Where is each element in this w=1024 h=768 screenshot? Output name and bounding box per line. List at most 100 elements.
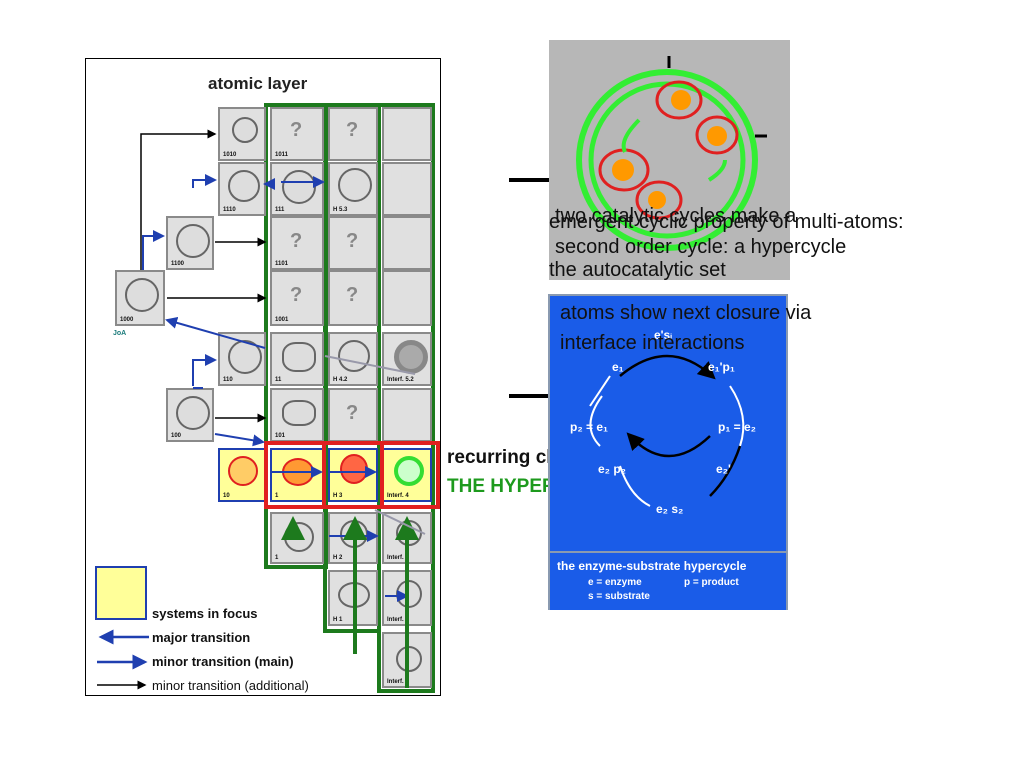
- atom-cluster-icon: [338, 168, 372, 202]
- two-cycles-text: two catalytic cycles make a: [555, 205, 797, 227]
- cell-label: 1101: [275, 261, 289, 267]
- cell-1101: ? 1101: [270, 216, 324, 270]
- cell-label: 100: [171, 433, 182, 439]
- red-atom-icon: [228, 456, 258, 486]
- question-mark: ?: [290, 230, 303, 252]
- arrow-blue: [192, 354, 217, 386]
- cell-r3-c4: [382, 216, 432, 270]
- cell-11-row5: 11: [270, 332, 324, 386]
- atom-icon: [176, 224, 210, 258]
- cell-h53: H 5.3: [328, 162, 378, 216]
- node-e1p1: e₁'p₁: [708, 360, 735, 374]
- node-e1: e₁: [612, 360, 624, 374]
- cell-label: 1011: [275, 152, 289, 158]
- cell-label: H 4.2: [333, 377, 348, 383]
- cell-101: 101: [270, 388, 324, 442]
- caption-product: p = product: [684, 577, 739, 588]
- atom-cluster-icon: [282, 400, 316, 426]
- enzyme-cycle-graphic: [589, 354, 745, 507]
- cell-label: 1100: [171, 261, 185, 267]
- cell-label: Interf. 3: [387, 555, 409, 561]
- caption-enzyme: e = enzyme: [588, 577, 642, 588]
- green-ring-icon: [394, 456, 424, 486]
- legend-minor-main: minor transition (main): [152, 654, 294, 669]
- cell-r3-c3: ?: [328, 216, 378, 270]
- caption-title: the enzyme-substrate hypercycle: [557, 559, 747, 573]
- second-order-text: second order cycle: a hypercycle: [555, 236, 847, 258]
- interface-intro-1: atoms show next closure via: [560, 302, 812, 324]
- cell-interf52: Interf. 5.2: [382, 332, 432, 386]
- cell-label: 1110: [223, 207, 236, 213]
- cell-label: Interf. 4: [387, 493, 409, 499]
- node-e2: e₂': [716, 462, 731, 476]
- interface-intro-2: interface interactions: [560, 332, 745, 354]
- node-p1e2: p₁ = e₂: [718, 420, 756, 434]
- emergent-property-text: emergent cyclic property of multi-atoms:: [549, 211, 904, 233]
- red-cluster-icon: [340, 454, 368, 484]
- arrow-blue: [214, 433, 265, 447]
- cell-label: Interf. 2: [387, 617, 409, 623]
- question-mark: ?: [290, 284, 303, 306]
- cell-1001: ? 1001: [270, 270, 324, 326]
- question-mark: ?: [290, 119, 303, 141]
- cell-label: H 3: [333, 493, 343, 499]
- red-divider: [322, 441, 326, 509]
- atom-icon: [228, 170, 260, 202]
- atom-icon: [176, 396, 210, 430]
- cell-label: Interf. 5.2: [387, 377, 414, 383]
- green-column-3: [377, 103, 435, 693]
- cell-label: 1010: [223, 152, 237, 158]
- legend-focus-swatch: [95, 566, 147, 620]
- transition-arrows: [140, 129, 426, 688]
- enzyme-caption: the enzyme-substrate hypercycle e = enzy…: [550, 551, 786, 610]
- cell-1100: 1100: [166, 216, 214, 270]
- cell-label: H 1: [333, 617, 343, 623]
- cell-111: 111: [270, 162, 324, 216]
- node-e2p2: e₂ p₂: [598, 462, 627, 476]
- cell-r6-c3: ?: [328, 388, 378, 442]
- cell-label: 110: [223, 377, 233, 383]
- red-divider: [380, 441, 384, 509]
- panel-title: atomic layer: [208, 74, 308, 93]
- cell-r1-c3: ?: [328, 107, 378, 161]
- cell-label: 11: [275, 377, 282, 383]
- cell-label: 111: [275, 207, 285, 213]
- node-e2s2: e₂ s₂: [656, 502, 684, 516]
- cell-label: Interf. 1: [387, 679, 409, 685]
- hypercycle-graphic: [576, 56, 767, 251]
- cell-label: H 5.3: [333, 207, 348, 213]
- hypercycle-image: [549, 40, 790, 280]
- legend-minor-additional: minor transition (additional): [152, 678, 309, 693]
- atom-icon: [125, 278, 159, 312]
- cell-100: 100: [166, 388, 214, 442]
- cell-r4-c3: ?: [328, 270, 378, 326]
- arrow-blue: [142, 230, 165, 270]
- cell-h42: H 4.2: [328, 332, 378, 386]
- arrow-grey: [324, 355, 416, 375]
- cell-r1-c4: [382, 107, 432, 161]
- cell-1010: 1010: [218, 107, 266, 161]
- atom-cluster-icon: [282, 342, 316, 372]
- cell-r2-c4: [382, 162, 432, 216]
- question-mark: ?: [346, 402, 359, 424]
- atom-cluster-icon: [338, 340, 370, 372]
- cell-r4-c4: [382, 270, 432, 326]
- arrow-black: [140, 129, 217, 270]
- question-mark: ?: [346, 284, 359, 306]
- joa-label: JoA: [113, 330, 127, 337]
- arrow-blue: [192, 174, 217, 188]
- cell-1011: ? 1011: [270, 107, 324, 161]
- question-mark: ?: [346, 119, 359, 141]
- arrow-grey: [374, 509, 426, 535]
- cell-label: 1001: [275, 317, 289, 323]
- node-top: e'sᵢ: [654, 328, 672, 342]
- atom-icon: [228, 340, 262, 374]
- legend-major: major transition: [152, 630, 251, 645]
- legend-arrows: [97, 629, 149, 690]
- cell-label: 10: [223, 493, 230, 499]
- node-p2e1: p₂ = e₁: [570, 420, 608, 434]
- cell-r6-c4: [382, 388, 432, 442]
- cell-label: 1: [275, 555, 279, 561]
- question-mark: ?: [346, 230, 359, 252]
- atom-icon: [232, 117, 258, 143]
